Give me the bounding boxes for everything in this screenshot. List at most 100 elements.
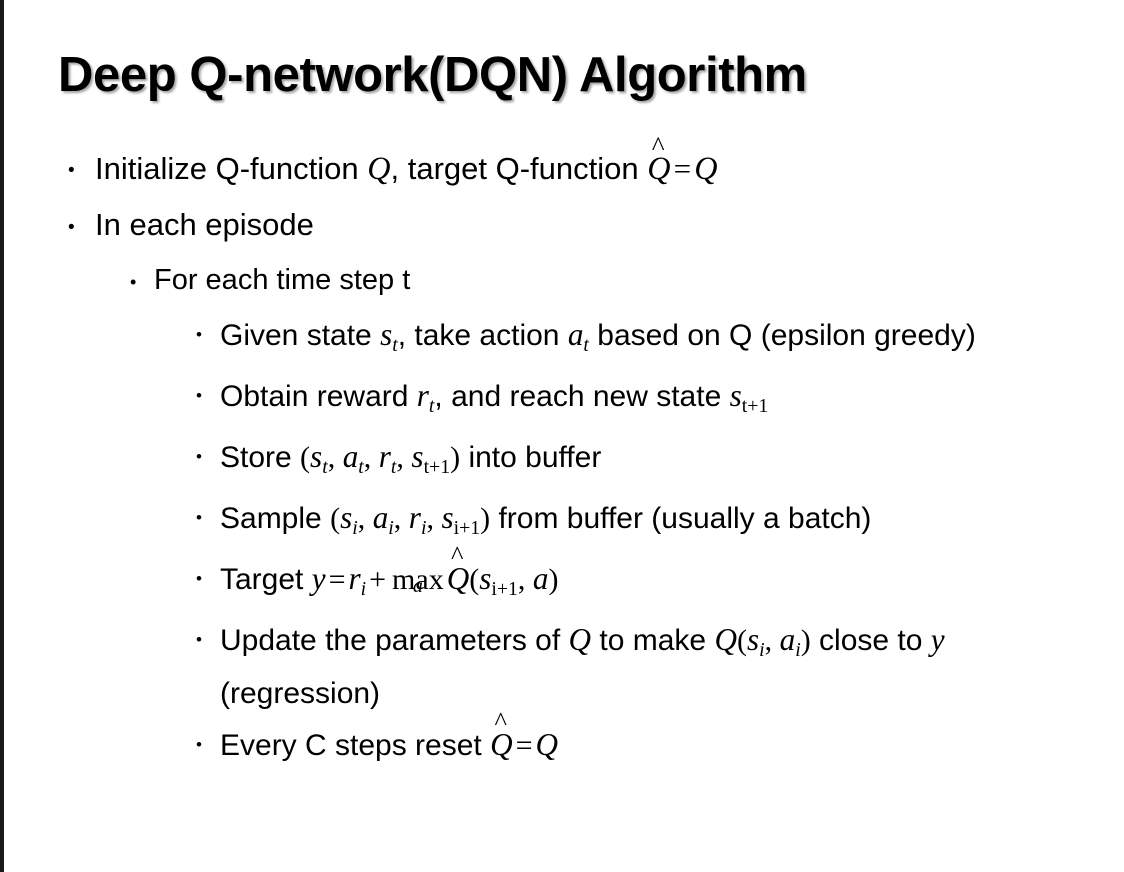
list-item-text: Target y=ri+maxaQ(si+1, a) — [220, 557, 1100, 611]
math-var-r: r — [408, 499, 421, 535]
list-item-text: Given state st, take action at based on … — [220, 313, 1100, 367]
math-subscript: t — [428, 394, 435, 417]
text-fragment: Store — [220, 440, 301, 474]
text-fragment: Initialize Q-function — [95, 151, 368, 186]
math-var-y: y — [311, 560, 326, 596]
math-paren-close: ) — [480, 501, 491, 535]
math-op-max-subscript: a — [412, 575, 423, 598]
math-var-a: a — [342, 438, 359, 474]
math-var-s: s — [340, 499, 353, 535]
text-fragment: Update the parameters of — [220, 623, 569, 657]
math-var-a: a — [532, 560, 549, 596]
math-comma: , — [764, 623, 780, 657]
math-var-q: Q — [694, 150, 718, 186]
math-var-q: Q — [568, 621, 592, 657]
math-comma: , — [393, 501, 409, 535]
math-comma: , — [517, 562, 533, 596]
math-paren-open: ( — [330, 501, 341, 535]
text-fragment: Given state — [220, 319, 381, 352]
math-subscript: t — [390, 455, 397, 478]
math-op-equals: = — [515, 728, 533, 762]
text-fragment: Sample — [220, 501, 331, 535]
math-paren-close: ) — [548, 562, 559, 596]
text-fragment: , target Q-function — [390, 151, 648, 186]
list-item-text: Obtain reward rt, and reach new state st… — [220, 374, 1100, 428]
math-comma: , — [426, 501, 442, 535]
math-subscript: i — [420, 516, 427, 539]
bullet-marker: • — [196, 446, 202, 466]
math-subscript: t — [358, 455, 364, 478]
bullet-marker: • — [196, 507, 202, 527]
math-var-q: Q — [367, 150, 391, 186]
math-paren-close: ) — [450, 440, 461, 474]
math-subscript: t — [583, 333, 589, 356]
bullet-marker: • — [196, 325, 202, 344]
list-item-text: Store (st, at, rt, st+1) into buffer — [220, 435, 1100, 489]
math-paren-open: ( — [469, 562, 480, 596]
bullet-list: • Initialize Q-function Q, target Q-func… — [0, 148, 1124, 775]
text-fragment: into buffer — [460, 440, 602, 474]
text-fragment: Obtain reward — [220, 379, 417, 413]
math-subscript: i+1 — [453, 516, 481, 539]
math-subscript: t+1 — [423, 455, 451, 478]
math-subscript: i — [352, 516, 358, 539]
list-item: • Update the parameters of Q to make Q(s… — [0, 618, 1124, 716]
list-item: • Given state st, take action at based o… — [0, 313, 1124, 367]
list-item-text: Every C steps reset Q=Q — [220, 723, 1100, 768]
bullet-marker: • — [68, 217, 75, 238]
list-item: • Sample (si, ai, ri, si+1) from buffer … — [0, 496, 1124, 550]
math-paren-close: ) — [800, 623, 811, 657]
list-item: • In each episode — [0, 205, 1124, 245]
math-op-plus: + — [369, 562, 387, 596]
text-fragment: , take action — [397, 319, 568, 352]
math-var-q-hat: Q — [490, 723, 513, 767]
math-var-s: s — [310, 438, 323, 474]
bullet-marker: • — [196, 568, 202, 588]
math-var-y: y — [930, 621, 945, 657]
math-subscript: i — [759, 638, 765, 661]
list-item: • Target y=ri+maxaQ(si+1, a) — [0, 557, 1124, 611]
list-item: • Initialize Q-function Q, target Q-func… — [0, 148, 1124, 189]
math-op-max-label: max — [392, 562, 444, 596]
text-fragment: (regression) — [220, 676, 381, 710]
math-comma: , — [396, 440, 412, 474]
math-op-equals: = — [328, 562, 346, 596]
math-subscript: i — [388, 516, 394, 539]
math-var-s: s — [411, 438, 424, 474]
math-var-r: r — [378, 438, 391, 474]
list-item: • Every C steps reset Q=Q — [0, 723, 1124, 768]
math-comma: , — [363, 440, 379, 474]
math-op-equals: = — [673, 151, 692, 186]
list-item-text: Update the parameters of Q to make Q(si,… — [220, 618, 1100, 716]
math-subscript: i+1 — [491, 577, 518, 600]
math-comma: , — [357, 501, 373, 535]
math-var-q: Q — [714, 621, 737, 657]
math-subscript: t+1 — [741, 394, 769, 417]
math-subscript: i — [795, 638, 801, 661]
list-item: • Obtain reward rt, and reach new state … — [0, 374, 1124, 428]
list-item-text: Sample (si, ai, ri, si+1) from buffer (u… — [220, 496, 1100, 550]
math-paren-open: ( — [300, 440, 311, 474]
list-item: • Store (st, at, rt, st+1) into buffer — [0, 435, 1124, 489]
text-fragment: from buffer (usually a batch) — [490, 501, 872, 535]
list-item: • For each time step t — [0, 261, 1124, 299]
math-var-s: s — [380, 317, 393, 352]
math-var-r: r — [348, 560, 361, 596]
math-var-a: a — [372, 499, 389, 535]
bullet-marker: • — [196, 385, 202, 405]
list-item-text: In each episode — [95, 207, 314, 242]
text-fragment: Every C steps reset — [220, 728, 491, 762]
bullet-marker: • — [196, 629, 202, 649]
math-paren-open: ( — [736, 623, 747, 657]
text-fragment: to make — [591, 623, 715, 657]
bullet-marker: • — [196, 734, 202, 754]
slide-left-border — [0, 0, 4, 872]
math-var-a: a — [567, 317, 584, 352]
list-item-text: Initialize Q-function Q, target Q-functi… — [95, 148, 1025, 189]
math-subscript: i — [360, 577, 367, 600]
math-subscript: t — [322, 455, 328, 478]
text-fragment: , and reach new state — [434, 379, 730, 413]
math-var-s: s — [746, 621, 760, 657]
math-var-s: s — [729, 377, 742, 413]
